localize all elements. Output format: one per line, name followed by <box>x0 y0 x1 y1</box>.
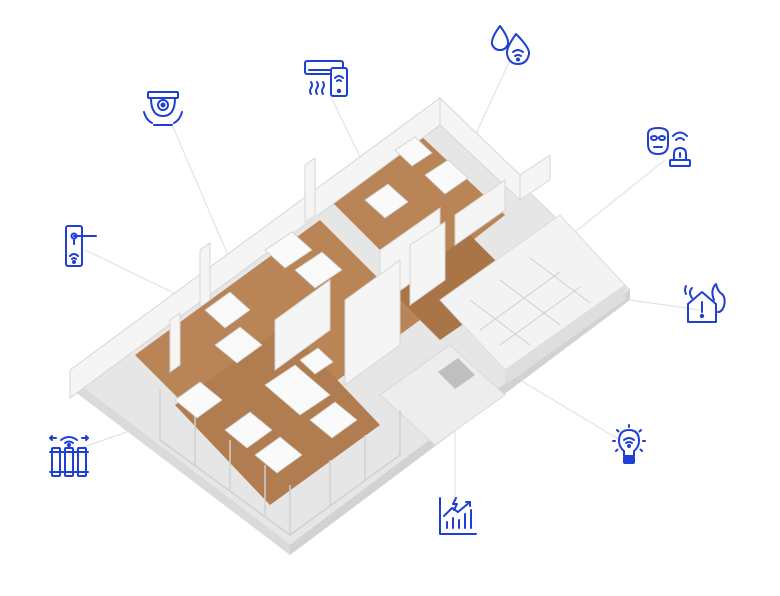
water-leak-icon <box>488 22 532 68</box>
core-partitions <box>469 257 591 346</box>
desks <box>174 136 469 474</box>
smart-ac-remote-icon <box>303 58 351 100</box>
lift-shaft <box>438 358 475 389</box>
lobby-block <box>379 344 506 446</box>
slab-left <box>70 378 290 555</box>
smart-radiator-icon <box>46 432 92 480</box>
intrusion-alarm-icon <box>644 126 692 170</box>
front-glazing <box>159 390 401 537</box>
wood-floor-corridor <box>390 235 520 340</box>
smart-light-bulb-icon <box>608 424 650 468</box>
fire-alarm-icon <box>682 280 728 326</box>
core-block-front <box>505 285 625 385</box>
walls <box>69 96 551 399</box>
smart-door-lock-icon <box>60 222 102 270</box>
energy-monitor-icon <box>436 496 480 538</box>
security-camera-icon <box>140 88 186 130</box>
wood-floor-lower <box>175 325 380 505</box>
